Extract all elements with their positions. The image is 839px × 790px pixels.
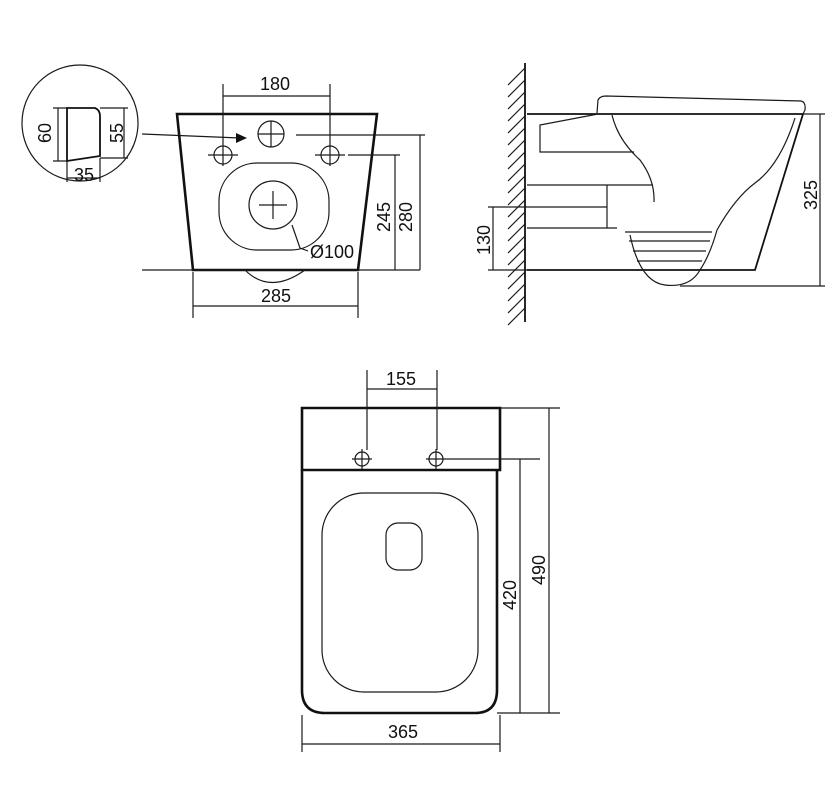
- dim-490: 490: [529, 555, 549, 585]
- wall-hatching: [507, 67, 526, 326]
- detail-inset: 60 55 35: [21, 64, 247, 185]
- dim-280: 280: [396, 202, 416, 232]
- arrow-icon: [236, 133, 247, 143]
- dim-180: 180: [260, 74, 290, 94]
- inset-dim-35: 35: [74, 165, 94, 185]
- inset-dim-55: 55: [107, 123, 127, 143]
- dim-285: 285: [261, 286, 291, 306]
- front-view: Ø100 180 285 245 280: [142, 74, 425, 318]
- dim-155: 155: [386, 369, 416, 389]
- dim-420: 420: [500, 580, 520, 610]
- dim-325: 325: [801, 180, 821, 210]
- dim-130: 130: [474, 225, 494, 255]
- dim-365: 365: [388, 722, 418, 742]
- top-view: 155 490 420 365: [300, 369, 560, 752]
- side-view: 325 130: [474, 63, 825, 326]
- dim-245: 245: [374, 202, 394, 232]
- dim-outlet-diameter: Ø100: [310, 242, 354, 262]
- inset-dim-60: 60: [35, 123, 55, 143]
